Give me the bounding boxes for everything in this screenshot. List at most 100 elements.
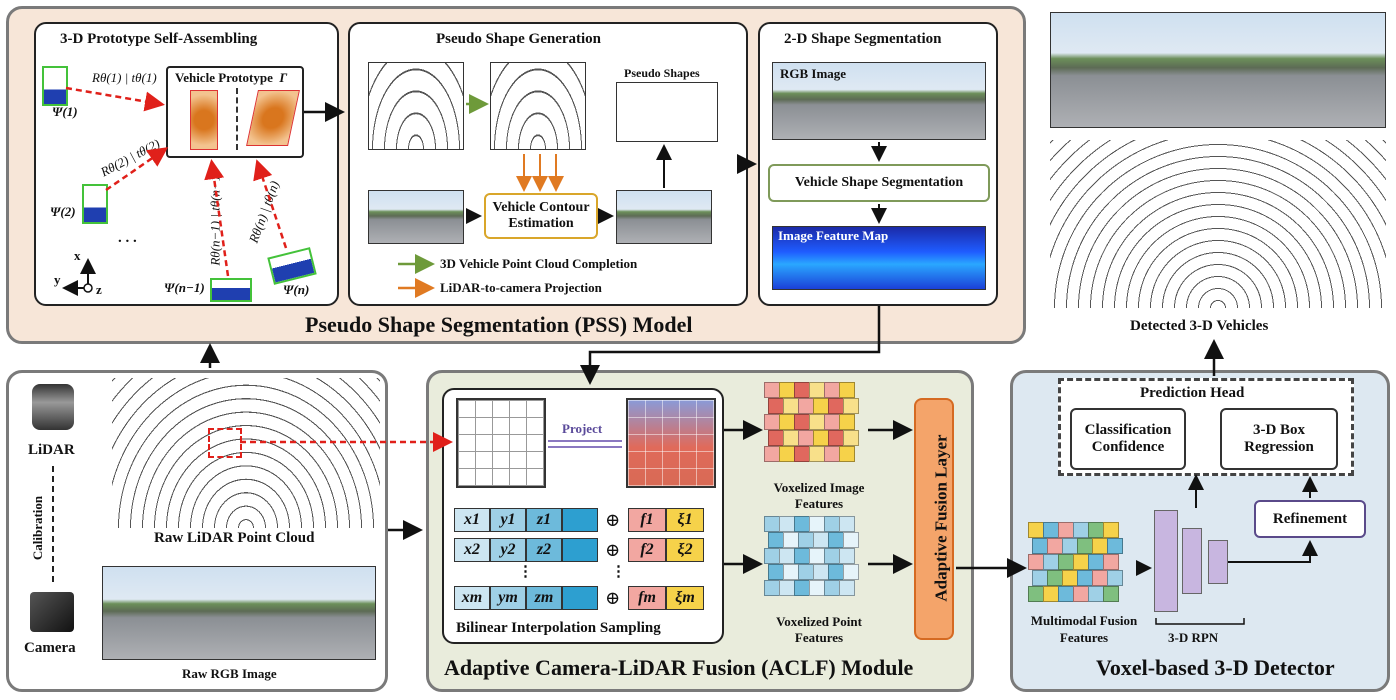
voxel-cube: [1043, 586, 1059, 602]
raw-rgb-label: Raw RGB Image: [182, 666, 277, 681]
rpn-block-2: [1182, 528, 1202, 594]
voxel-cube: [779, 446, 795, 462]
raw-pcd-label: Raw LiDAR Point Cloud: [154, 530, 315, 546]
voxel-cube: [798, 532, 814, 548]
vdots-left: ⋮: [518, 564, 533, 580]
voxel-cube: [1062, 538, 1078, 554]
rpn-block-3: [1208, 540, 1228, 584]
project-double-line: [548, 440, 622, 448]
voxel-cube: [798, 564, 814, 580]
voxel-cube: [794, 382, 810, 398]
row2-x: x2: [454, 538, 490, 562]
pss-title: Pseudo Shape Segmentation (PSS) Model: [305, 312, 693, 337]
rowm-xi: ξm: [666, 586, 704, 610]
voxel-cube: [764, 580, 780, 596]
lidar-label: LiDAR: [28, 442, 75, 458]
voxel-cube: [843, 398, 859, 414]
psin1-label: Ψ(n−1): [164, 280, 205, 295]
vehicle-shape-segmentation-box: Vehicle Shape Segmentation: [768, 164, 990, 202]
voxel-cube: [813, 532, 829, 548]
axis-x: x: [74, 248, 81, 263]
legend-projection: LiDAR-to-camera Projection: [440, 280, 602, 295]
transform-1: Rθ(1) | tθ(1): [92, 70, 157, 85]
box-regression-box: 3-D Box Regression: [1220, 408, 1338, 470]
calibration-label: Calibration: [30, 495, 46, 561]
voxel-cube: [1073, 522, 1089, 538]
row2-y: y2: [490, 538, 526, 562]
voxel-cube: [828, 398, 844, 414]
voxel-cube: [783, 430, 799, 446]
voxel-cube: [824, 382, 840, 398]
voxel-cube: [783, 532, 799, 548]
voxel-cube: [779, 516, 795, 532]
voxel-cube: [824, 516, 840, 532]
voxel-cube: [809, 548, 825, 564]
psi2-label: Ψ(2): [50, 204, 76, 219]
voxel-cube: [1058, 586, 1074, 602]
voxel-cube: [839, 414, 855, 430]
row1-f: f1: [628, 508, 666, 532]
voxel-cube: [768, 398, 784, 414]
voxel-cube: [779, 382, 795, 398]
rowm-f: fm: [628, 586, 666, 610]
rpn-label: 3-D RPN: [1168, 630, 1219, 645]
generation-title: Pseudo Shape Generation: [436, 31, 602, 47]
voxel-cube: [1103, 522, 1119, 538]
raw-pointcloud-image: [112, 378, 380, 528]
vdots-right: ⋮: [611, 564, 626, 580]
pseudo-shapes-image: [616, 82, 718, 142]
voxel-cube: [764, 548, 780, 564]
prototype-points-a: [190, 90, 218, 150]
transform-n1: Rθ(n−1) | tθ(n−1): [207, 170, 223, 266]
voxel-cube: [1032, 538, 1048, 554]
voxel-cube: [809, 446, 825, 462]
voxel-cube: [1092, 538, 1108, 554]
prototype-divider: [236, 88, 238, 150]
voxel-cube: [809, 516, 825, 532]
rowm-x: xm: [454, 586, 490, 610]
voxel-cube: [768, 430, 784, 446]
voxel-cube: [794, 516, 810, 532]
voxel-cube: [1043, 554, 1059, 570]
psi2-cloud: [82, 184, 108, 224]
detected-rgb-image: [1050, 12, 1386, 128]
voxel-cube: [1028, 586, 1044, 602]
voxel-cube: [794, 446, 810, 462]
voxel-cube: [764, 516, 780, 532]
gen-pointcloud-1: [368, 62, 464, 150]
voxel-cube: [1058, 522, 1074, 538]
rowm-oplus: ⊕: [605, 588, 621, 608]
voxel-point-cubes: [764, 516, 864, 606]
bilinear-label: Bilinear Interpolation Sampling: [456, 620, 661, 636]
roi-marker: [208, 428, 242, 458]
rowm-y: ym: [490, 586, 526, 610]
voxel-cube: [843, 430, 859, 446]
detected-pointcloud: [1050, 140, 1386, 308]
voxel-image-cubes: [764, 382, 864, 472]
legend-completion: 3D Vehicle Point Cloud Completion: [440, 256, 638, 271]
voxel-cube: [1103, 554, 1119, 570]
voxel-cube: [1077, 538, 1093, 554]
voxel-cube: [839, 382, 855, 398]
voxel-cube: [839, 446, 855, 462]
psin-label: Ψ(n): [283, 282, 310, 297]
voxel-cube: [764, 382, 780, 398]
row2-oplus: ⊕: [605, 540, 621, 560]
seg-rgb-image: [772, 62, 986, 140]
axis-y: y: [54, 272, 61, 287]
voxel-cube: [1107, 538, 1123, 554]
adaptive-fusion-label: Adaptive Fusion Layer: [931, 434, 951, 602]
voxel-cube: [794, 414, 810, 430]
voxel-cube: [809, 580, 825, 596]
voxel-cube: [824, 446, 840, 462]
rpn-block-1: [1154, 510, 1178, 612]
seg-rgb-label: RGB Image: [780, 66, 847, 81]
detected-label: Detected 3-D Vehicles: [1130, 318, 1269, 334]
voxel-cube: [843, 532, 859, 548]
voxel-cube: [1073, 586, 1089, 602]
voxel-cube: [794, 580, 810, 596]
rowm-extra: [562, 586, 598, 610]
voxel-cube: [1043, 522, 1059, 538]
camera-label: Camera: [24, 640, 76, 656]
voxel-cube: [798, 430, 814, 446]
